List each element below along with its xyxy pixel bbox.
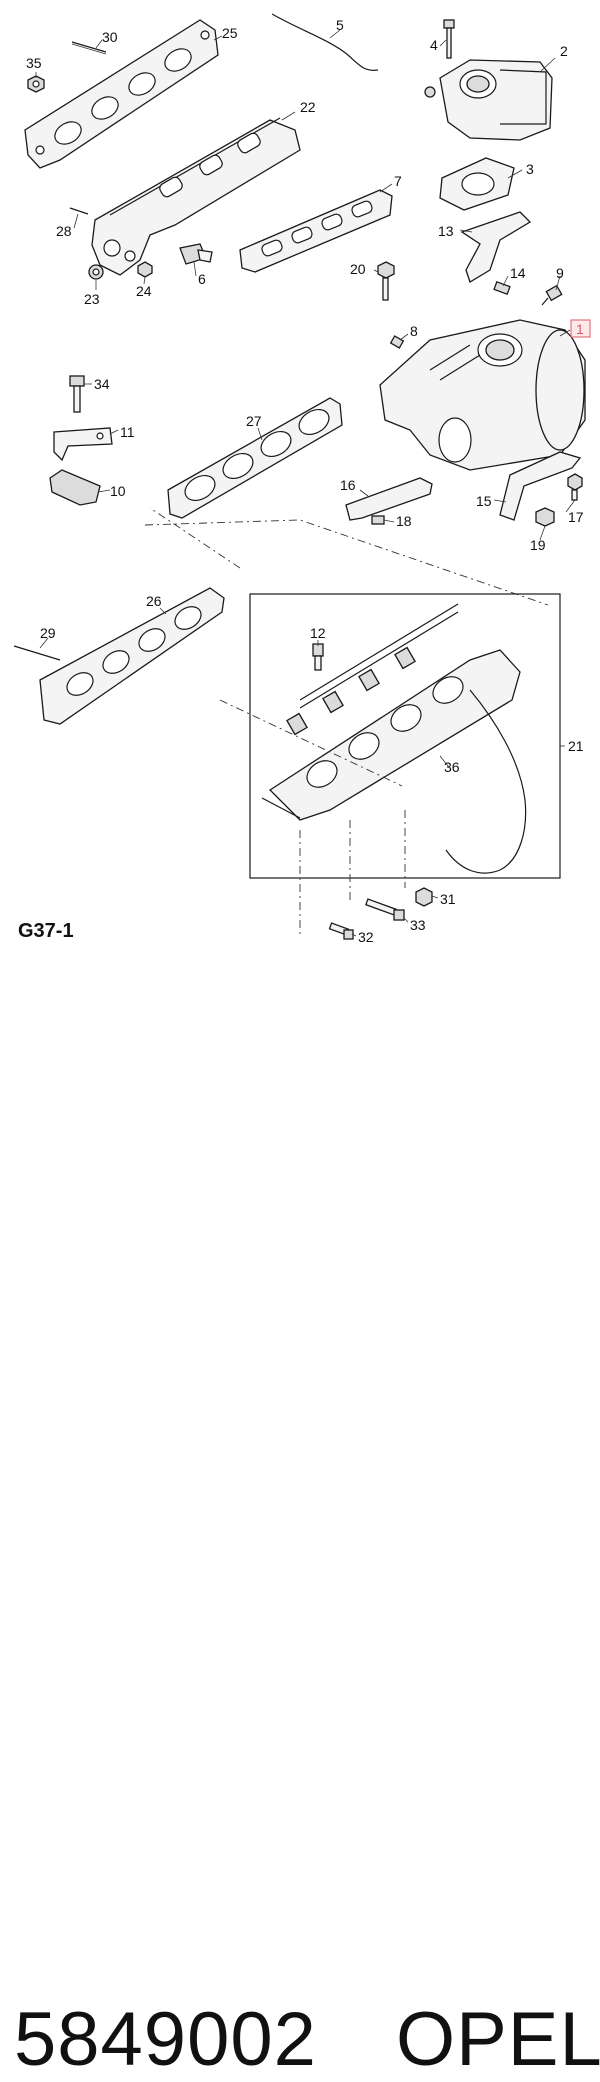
callout-2: 2 bbox=[560, 43, 568, 59]
part-6-fitting bbox=[179, 243, 213, 265]
callout-26: 26 bbox=[146, 593, 162, 609]
callout-6: 6 bbox=[198, 271, 206, 287]
part-14-bolt bbox=[493, 281, 511, 295]
part-24-nut bbox=[137, 261, 153, 278]
callout-7: 7 bbox=[394, 173, 402, 189]
callout-32: 32 bbox=[358, 929, 374, 945]
leader-lines bbox=[35, 29, 576, 937]
part-3-gasket bbox=[439, 157, 515, 211]
callout-14: 14 bbox=[510, 265, 526, 281]
callout-22: 22 bbox=[300, 99, 316, 115]
part-23-nut bbox=[88, 264, 104, 280]
callout-29: 29 bbox=[40, 625, 56, 641]
callout-24: 24 bbox=[136, 283, 152, 299]
callout-35: 35 bbox=[26, 55, 42, 71]
callout-4: 4 bbox=[430, 37, 438, 53]
part-21-intake-manifold-lower bbox=[261, 649, 521, 821]
part-35-nut bbox=[27, 75, 45, 93]
callout-17: 17 bbox=[568, 509, 584, 525]
part-10-clip bbox=[49, 469, 101, 506]
part-33-bolt bbox=[365, 898, 405, 921]
part-30-stud bbox=[71, 41, 107, 55]
callout-labels: 1 2 3 4 5 6 7 8 9 10 11 12 13 14 15 16 1… bbox=[26, 17, 591, 945]
callout-34: 34 bbox=[94, 376, 110, 392]
part-25-gasket bbox=[24, 19, 219, 169]
callout-23: 23 bbox=[84, 291, 100, 307]
part-13-bracket bbox=[460, 211, 532, 283]
part-16-bracket bbox=[345, 477, 433, 521]
part-7-gasket bbox=[239, 189, 393, 273]
part-number: 5849002 bbox=[14, 1997, 317, 2082]
callout-28: 28 bbox=[56, 223, 72, 239]
part-28-pin bbox=[69, 207, 89, 215]
footer-part-label: 5849002 OPEL bbox=[0, 1000, 600, 2078]
brand-name: OPEL bbox=[396, 1997, 600, 2082]
callout-8: 8 bbox=[410, 323, 418, 339]
part-1-intake-plenum bbox=[379, 319, 586, 471]
callout-3: 3 bbox=[526, 161, 534, 177]
callout-27: 27 bbox=[246, 413, 262, 429]
part-34-bolt bbox=[69, 375, 85, 413]
callout-1-highlight bbox=[570, 319, 591, 338]
callout-20: 20 bbox=[350, 261, 366, 277]
part-19-bolt bbox=[535, 507, 555, 527]
part-18-bolt bbox=[371, 515, 385, 525]
callout-5: 5 bbox=[336, 17, 344, 33]
callout-36: 36 bbox=[444, 759, 460, 775]
callout-18: 18 bbox=[396, 513, 412, 529]
callout-19: 19 bbox=[530, 537, 546, 553]
callout-9: 9 bbox=[556, 265, 564, 281]
part-31-nut bbox=[415, 887, 433, 907]
callout-10: 10 bbox=[110, 483, 126, 499]
callout-16: 16 bbox=[340, 477, 356, 493]
part-2-throttle-body bbox=[424, 59, 553, 141]
part-5-hose bbox=[271, 13, 379, 71]
part-11-bracket bbox=[53, 427, 113, 462]
callout-15: 15 bbox=[476, 493, 492, 509]
part-22-exhaust-manifold bbox=[91, 117, 301, 276]
part-17-bolt bbox=[567, 473, 583, 501]
part-27-gasket bbox=[167, 397, 343, 519]
figure-code: G37-1 bbox=[18, 920, 74, 942]
part-36-wiring bbox=[445, 689, 527, 874]
callout-31: 31 bbox=[440, 891, 456, 907]
callout-33: 33 bbox=[410, 917, 426, 933]
callout-30: 30 bbox=[102, 29, 118, 45]
callout-1: 1 bbox=[576, 321, 584, 337]
part-32-bolt bbox=[328, 922, 354, 940]
callout-21: 21 bbox=[568, 738, 584, 754]
part-26-gasket bbox=[39, 587, 225, 725]
fuel-rail bbox=[286, 603, 459, 736]
part-4-bolt bbox=[443, 19, 455, 59]
part-20-bolt bbox=[377, 261, 395, 301]
callout-12: 12 bbox=[310, 625, 326, 641]
part-9-bolt bbox=[541, 284, 563, 306]
callout-11: 11 bbox=[120, 424, 135, 440]
part-15-bracket bbox=[499, 451, 582, 521]
part-12-sensor bbox=[312, 643, 324, 671]
part-29-stud bbox=[13, 645, 61, 661]
callout-25: 25 bbox=[222, 25, 238, 41]
exploded-parts-diagram: 1 2 3 4 5 6 7 8 9 10 11 12 13 14 15 16 1… bbox=[13, 13, 591, 945]
callout-13: 13 bbox=[438, 223, 454, 239]
part-8-bolt bbox=[389, 335, 405, 349]
